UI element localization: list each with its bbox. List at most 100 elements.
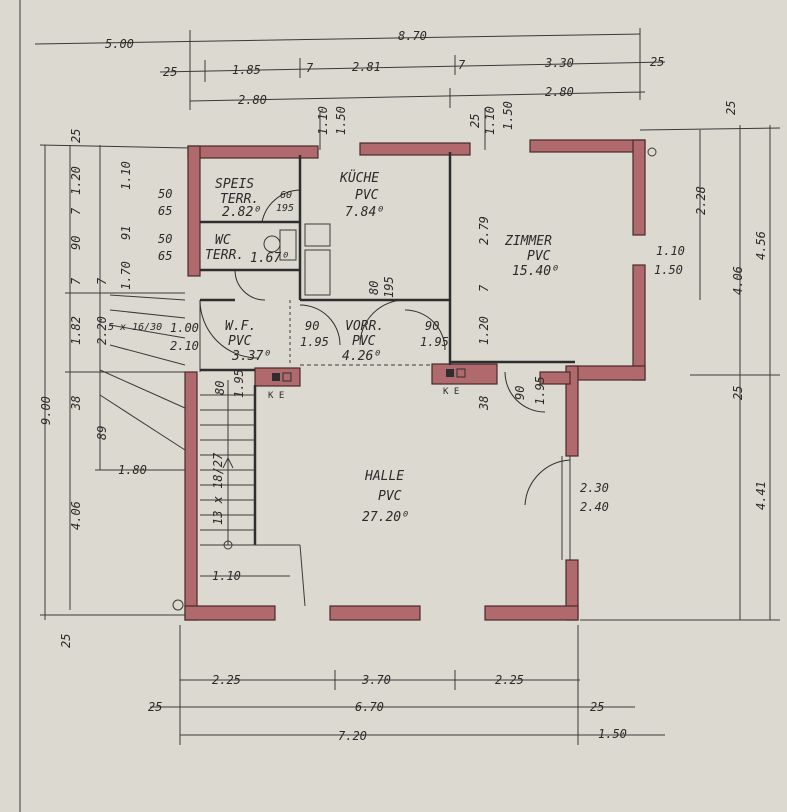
dim-top-overall: 8.70 (398, 29, 427, 43)
dim-top-r2-d: 2.81 (352, 60, 381, 74)
dim-outer-stair: 5 x 16/30 (108, 322, 162, 333)
room-halle-floor: PVC (378, 489, 402, 504)
interior-walls (199, 152, 575, 607)
dim-top-r2-f: 3.30 (544, 56, 574, 70)
dim-left-total: 9.00 (39, 396, 53, 425)
room-zimmer-name: ZIMMER (504, 234, 552, 249)
dim-right-e: 25 (731, 386, 745, 400)
dim-bottom-r2-a: 25 (148, 700, 162, 714)
dim-zimmer-h: 2.79 (477, 216, 491, 245)
dim-speis-win-a: 50 (158, 187, 172, 201)
dim-stair-run: 13 x 18/27 (211, 452, 225, 525)
left-dimensions: 9.00 25 1.20 7 1.10 90 7 91 1.70 7 1.82 … (39, 129, 191, 648)
room-wc-floor: TERR. (205, 248, 244, 263)
dim-wf-a: 1.00 (170, 321, 199, 335)
dim-top-r2-e: 7 (458, 58, 466, 72)
room-halle-name: HALLE (364, 469, 404, 484)
room-wf-name: W.F. (225, 319, 256, 334)
dim-left-c: 7 (69, 207, 83, 215)
dim-bottom-r2-c: 25 (590, 700, 604, 714)
dim-halle-win-b: 2.40 (580, 500, 609, 514)
dim-left-h: 1.70 (119, 261, 133, 290)
room-vorr-area: 4.26⁰ (342, 349, 381, 364)
dim-stair-width: 1.80 (118, 463, 147, 477)
dim-left-i: 7 (95, 277, 109, 285)
chimney-label-2: K E (443, 387, 459, 397)
dim-halle-38: 38 (477, 396, 491, 411)
dim-left-a: 25 (69, 129, 83, 143)
corner-marker-right (647, 147, 657, 157)
bottom-dimensions: 2.25 3.70 2.25 25 6.70 25 7.20 1.50 (148, 625, 665, 745)
dim-bottom-r3-a: 7.20 (338, 729, 367, 743)
dim-bottom-r1-a: 2.25 (212, 673, 241, 687)
staircase (99, 294, 255, 550)
doors (199, 189, 571, 560)
room-wf-floor: PVC (228, 334, 252, 349)
dim-top-r2-c: 7 (306, 61, 314, 75)
dim-top-w2-a: 25 (468, 114, 482, 128)
dim-speis-door-b: 195 (276, 203, 294, 214)
dim-zimmer-120: 1.20 (477, 316, 491, 345)
dim-left-g: 91 (119, 226, 133, 240)
dim-right-c: 4.56 (754, 231, 768, 260)
dim-bottom-r2-b: 6.70 (355, 700, 384, 714)
dim-top-r2-a: 25 (163, 65, 177, 79)
dim-left-f: 7 (69, 277, 83, 285)
dim-top-r2-b: 1.85 (232, 63, 261, 77)
dim-bottom-r1-b: 3.70 (361, 673, 391, 687)
dim-vorr-door-b: 1.95 (300, 335, 329, 349)
dim-left-j: 1.82 (69, 316, 83, 345)
dim-top-r2-g: 25 (650, 55, 664, 69)
room-speis-floor: TERR. (220, 192, 259, 207)
dim-vorr-door2-a: 90 (425, 319, 439, 333)
room-vorr-name: VORR. (345, 319, 384, 334)
top-dimensions: 5.00 8.70 25 1.85 7 2.81 7 3.30 25 2.80 … (34, 28, 666, 150)
dim-right-a: 25 (724, 101, 738, 115)
dim-kueche-door-b: 195 (382, 276, 396, 298)
dim-left-l: 38 (69, 396, 83, 411)
dim-zimmer-win-a: 1.10 (656, 244, 685, 258)
room-speis-area: 2.82⁰ (222, 205, 261, 220)
corner-marker-left (172, 599, 184, 611)
room-vorr-floor: PVC (352, 334, 376, 349)
dim-bottom-r3-b: 1.50 (598, 727, 627, 741)
dim-zimmer-win-b: 1.50 (654, 263, 683, 277)
dim-wf-b: 2.10 (170, 339, 199, 353)
room-wc-area: 1.67⁰ (250, 251, 289, 266)
dim-stair-door-b: 1.95 (232, 369, 246, 398)
chimney-label-1: K E (268, 391, 284, 401)
room-wc-name: WC (215, 233, 231, 248)
dim-stair-door-a: 80 (213, 381, 227, 395)
dim-top-w2-c: 1.50 (501, 101, 515, 130)
room-speis-name: SPEIS (215, 177, 254, 192)
dim-top-w1-b: 1.50 (334, 106, 348, 135)
dim-right-f: 4.41 (754, 481, 768, 510)
dim-left-e: 90 (69, 236, 83, 250)
dim-left-b: 1.20 (69, 166, 83, 195)
dim-speis-door-a: 60 (280, 190, 292, 201)
dim-wc-win-a: 50 (158, 232, 172, 246)
dim-top-overall-left: 5.00 (105, 37, 134, 51)
room-wf-area: 3.37⁰ (231, 349, 271, 364)
dim-left-o: 25 (59, 634, 73, 648)
dim-right-d: 4.06 (731, 266, 745, 295)
chimney-markers: K E K E (268, 368, 466, 401)
dim-top-r3-b: 2.80 (545, 85, 574, 99)
dim-zimmer-7: 7 (477, 284, 491, 292)
dim-left-d: 1.10 (119, 161, 133, 190)
dim-top-w1-a: 1.10 (316, 106, 330, 135)
dim-vorr-door2-b: 1.95 (420, 335, 449, 349)
room-kueche-area: 7.84⁰ (345, 205, 384, 220)
dim-speis-win-b: 65 (158, 204, 172, 218)
dim-vorr-door-a: 90 (305, 319, 319, 333)
dim-bottom-r1-c: 2.25 (495, 673, 524, 687)
dim-top-r3-a: 2.80 (238, 93, 267, 107)
dim-halle-door-a: 90 (513, 386, 527, 400)
dim-kueche-door-a: 80 (367, 281, 381, 295)
room-halle-area: 27.20⁰ (362, 510, 409, 525)
room-kueche-name: KÜCHE (339, 169, 379, 186)
right-dimensions: 25 2.28 4.56 4.06 25 4.41 (580, 101, 781, 621)
dim-halle-door-b: 1.95 (533, 376, 547, 405)
